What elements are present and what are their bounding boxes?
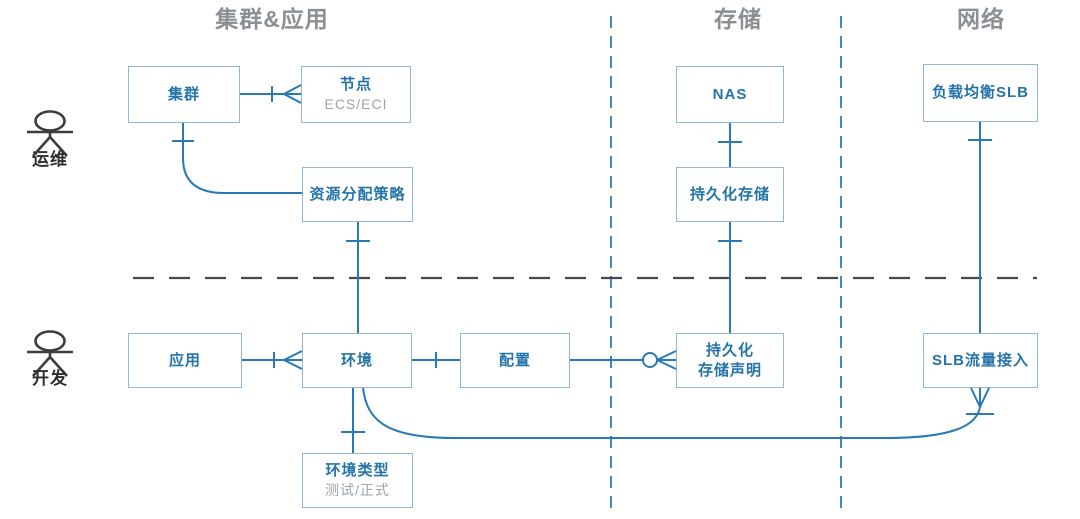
crowfoot-many-icon [283,84,302,104]
entity-env-type: 环境类型 测试/正式 [302,453,413,508]
entity-node-subtitle: ECS/ECI [324,96,388,112]
connector-nas-pstorage [718,123,742,167]
crowfoot-many-icon [970,387,990,408]
entity-env-title: 环境 [340,351,373,369]
connector-pstorage-pvc [718,222,742,333]
lane-header-storage: 存储 [714,6,762,32]
entity-slb-traffic-title: SLB流量接入 [931,351,1029,369]
entity-env: 环境 [302,333,412,388]
entity-persistent-storage-title: 持久化存储 [689,185,770,203]
connector-line [182,123,302,194]
entity-persistent-storage: 持久化存储 [676,167,784,222]
entity-env-type-subtitle: 测试/正式 [325,482,390,498]
crowfoot-many-icon [283,350,303,370]
entity-node-title: 节点 [339,76,372,93]
entity-policy-title: 资源分配策略 [309,185,406,203]
entity-slb-traffic: SLB流量接入 [923,333,1038,388]
lane-header-network: 网络 [957,6,1005,32]
entity-env-type-title: 环境类型 [325,462,390,479]
entity-slb: 负载均衡SLB [923,64,1038,122]
actor-dev [24,330,76,378]
entity-policy: 资源分配策略 [302,167,413,222]
connector-cluster-policy [172,123,302,194]
entity-nas-title: NAS [712,85,748,103]
connector-line [362,387,981,439]
entity-nas: NAS [676,66,784,123]
actor-ops-icon [27,110,73,157]
zero-circle-icon [642,352,658,368]
entity-pvc-title-line1: 持久化 [705,341,754,359]
entity-pvc: 持久化 存储声明 [676,333,784,388]
entity-node: 节点 ECS/ECI [301,66,411,123]
connector-env-envtype [341,388,365,453]
connector-app-env [242,350,303,370]
entity-app: 应用 [128,333,242,388]
connector-cluster-node [240,84,302,104]
entity-config-title: 配置 [498,351,531,369]
entity-app-title: 应用 [168,351,201,369]
entity-slb-title: 负载均衡SLB [931,84,1029,101]
actor-ops-label: 运维 [32,150,68,169]
connector-env-slbtraffic [362,387,994,439]
connector-env-config [412,352,460,368]
connector-slb-slbtraffic [968,122,992,333]
entity-cluster: 集群 [128,66,240,123]
entity-pvc-title-line2: 存储声明 [697,361,762,379]
actor-ops [24,110,76,158]
entity-cluster-title: 集群 [167,85,200,103]
entity-config: 配置 [460,333,570,388]
crowfoot-many-icon [656,350,677,370]
connector-policy-env [346,222,370,333]
actor-dev-icon [27,330,73,377]
actor-dev-label: 开发 [32,369,68,388]
lane-header-cluster-app: 集群&应用 [215,6,329,32]
connector-config-pvc [570,350,677,370]
